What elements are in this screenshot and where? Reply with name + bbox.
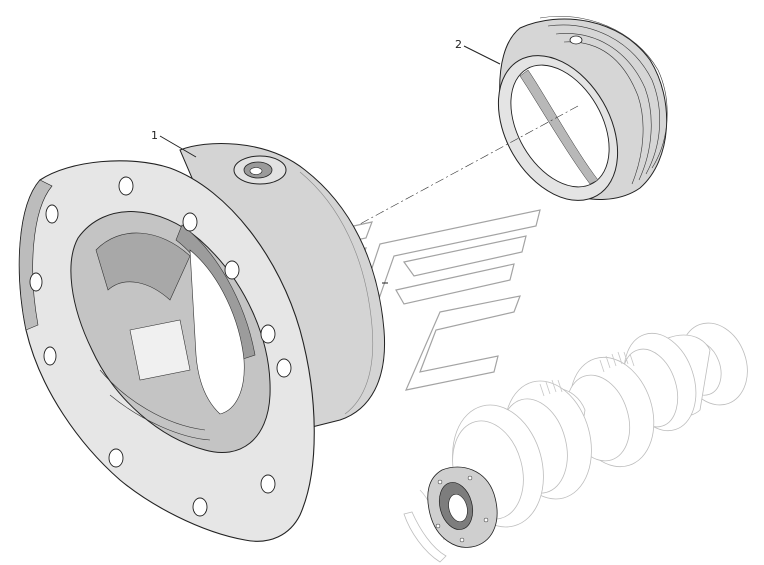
bolt-hole [224,260,240,280]
bolt-hole [43,346,57,366]
bolt-hole [276,358,292,378]
bearing-ring-part [497,15,668,201]
bolt-hole [29,272,43,292]
bolt-hole [192,497,208,517]
callout-label-2: 2 [455,38,462,51]
callout-label-1: 1 [151,129,158,142]
bolt-hole [260,324,276,344]
bolt-hole [260,474,276,494]
callout-1: 1 [151,129,197,158]
bolt-hole [182,212,198,232]
flange-bolt-holes [29,176,292,517]
assembly-axis-line [359,105,579,225]
bolt-hole [118,176,134,196]
bolt-hole [45,204,59,224]
flanged-housing-part [18,143,388,542]
callout-2: 2 [455,38,501,65]
gearbox-assembly-icon [403,322,748,563]
context-highlight-housing [427,466,498,548]
bolt-hole [108,448,124,468]
